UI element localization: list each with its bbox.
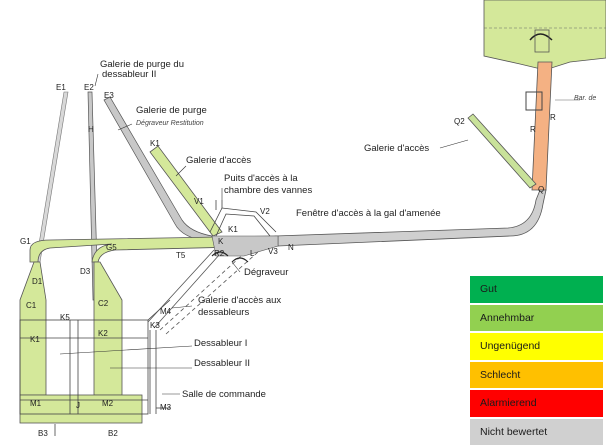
legend-item-gut: Gut: [470, 276, 603, 303]
label-salle-commande: Salle de commande: [182, 389, 266, 400]
galerie-acces-left: [149, 145, 223, 237]
legend-label: Alarmierend: [480, 397, 537, 409]
main-gallery-grey: [274, 189, 547, 247]
point-t5: T5: [176, 251, 186, 260]
label-galerie-acces-dessableurs: Galerie d'accès aux: [198, 295, 281, 306]
galerie-acces-dessableurs: [147, 247, 259, 335]
label-puits-acces-b: chambre des vannes: [224, 185, 312, 196]
label-dessableur2: Dessableur II: [194, 358, 250, 369]
legend-label: Nicht bewertet: [480, 425, 548, 438]
label-bar-de: Bar. de: [574, 95, 596, 102]
legend-label: Ungenügend: [480, 340, 541, 352]
point-d3: D3: [80, 267, 91, 276]
leader-lines: [59, 73, 469, 395]
point-h: H: [88, 125, 94, 134]
point-k3: K3: [150, 321, 160, 330]
label-fenetre-acces: Fenêtre d'accès à la gal d'amenée: [296, 208, 441, 219]
point-c2: C2: [98, 299, 109, 308]
fenetre-acces: [209, 200, 277, 237]
point-j: J: [76, 401, 80, 410]
point-e1: E1: [56, 83, 66, 92]
shaft-chamber: [525, 91, 543, 111]
label-galerie-acces-dessableurs-b: dessableurs: [198, 307, 249, 318]
label-galerie-purge-dessableur2-b: dessableur II: [102, 69, 156, 80]
legend-item-alarmierend: Alarmierend: [470, 390, 603, 417]
legend-label: Gut: [480, 283, 497, 295]
point-v3: V3: [268, 247, 278, 256]
galerie-acces-right: [467, 113, 537, 189]
label-degraveur-restitution: Dégraveur Restitution: [136, 120, 204, 127]
legend-label: Schlecht: [480, 368, 521, 381]
galerie-purge-e3: [103, 96, 213, 243]
point-r2: R2: [214, 249, 225, 258]
point-e3: E3: [104, 91, 114, 100]
label-galerie-acces-right: Galerie d'accès: [364, 143, 429, 154]
point-k5: K5: [60, 313, 70, 322]
legend-item-ungenuegend: Ungenügend: [470, 333, 603, 360]
label-dessableur1: Dessableur I: [194, 338, 247, 349]
point-e2: E2: [84, 83, 94, 92]
galerie-purge-e1: [35, 91, 69, 263]
point-k1: K1: [30, 335, 40, 344]
intake-structure: [483, 0, 606, 71]
degraveur-valve: [211, 251, 249, 263]
point-m3: M3: [160, 403, 172, 412]
point-r-star: R: [550, 113, 556, 122]
point-k: K: [218, 237, 224, 246]
point-l: L: [250, 249, 255, 258]
point-g1: G1: [20, 237, 31, 246]
label-galerie-purge: Galerie de purge: [136, 105, 207, 116]
legend-label: Annehmbar: [480, 311, 535, 324]
point-m2: M2: [102, 399, 114, 408]
point-k1b: K1: [228, 225, 238, 234]
point-m1: M1: [30, 399, 42, 408]
point-markers: E1 E2 E3 H K1 G1 G5 D1 D3 C1 C2 K5 K1 K2…: [20, 83, 556, 438]
point-n: N: [288, 243, 294, 252]
legend-item-schlecht: Schlecht: [470, 361, 603, 388]
point-m4: M4: [160, 307, 172, 316]
rating-legend: Gut Annehmbar Ungenügend Schlecht Alarmi…: [470, 276, 603, 447]
point-g5: G5: [106, 243, 117, 252]
label-galerie-purge-dessableur2: Galerie de purge du: [100, 59, 184, 70]
legend-item-annehmbar: Annehmbar: [470, 304, 603, 331]
label-degraveur: Dégraveur: [244, 267, 288, 278]
point-c1: C1: [26, 301, 37, 310]
point-d1: D1: [32, 277, 43, 286]
legend-item-nicht-bewertet: Nicht bewertet: [470, 418, 603, 445]
point-b3: B3: [38, 429, 48, 438]
point-b2: B2: [108, 429, 118, 438]
point-q2: Q2: [454, 117, 465, 126]
point-q: Q: [538, 185, 544, 194]
point-v2: V2: [260, 207, 270, 216]
diagram-labels: Galerie de purge du dessableur II Galeri…: [100, 59, 596, 400]
label-galerie-acces-left: Galerie d'accès: [186, 155, 251, 166]
label-puits-acces: Puits d'accès à la: [224, 173, 298, 184]
point-k1-top: K1: [150, 139, 160, 148]
point-k2: K2: [98, 329, 108, 338]
point-v1: V1: [194, 197, 204, 206]
point-r: R: [530, 125, 536, 134]
